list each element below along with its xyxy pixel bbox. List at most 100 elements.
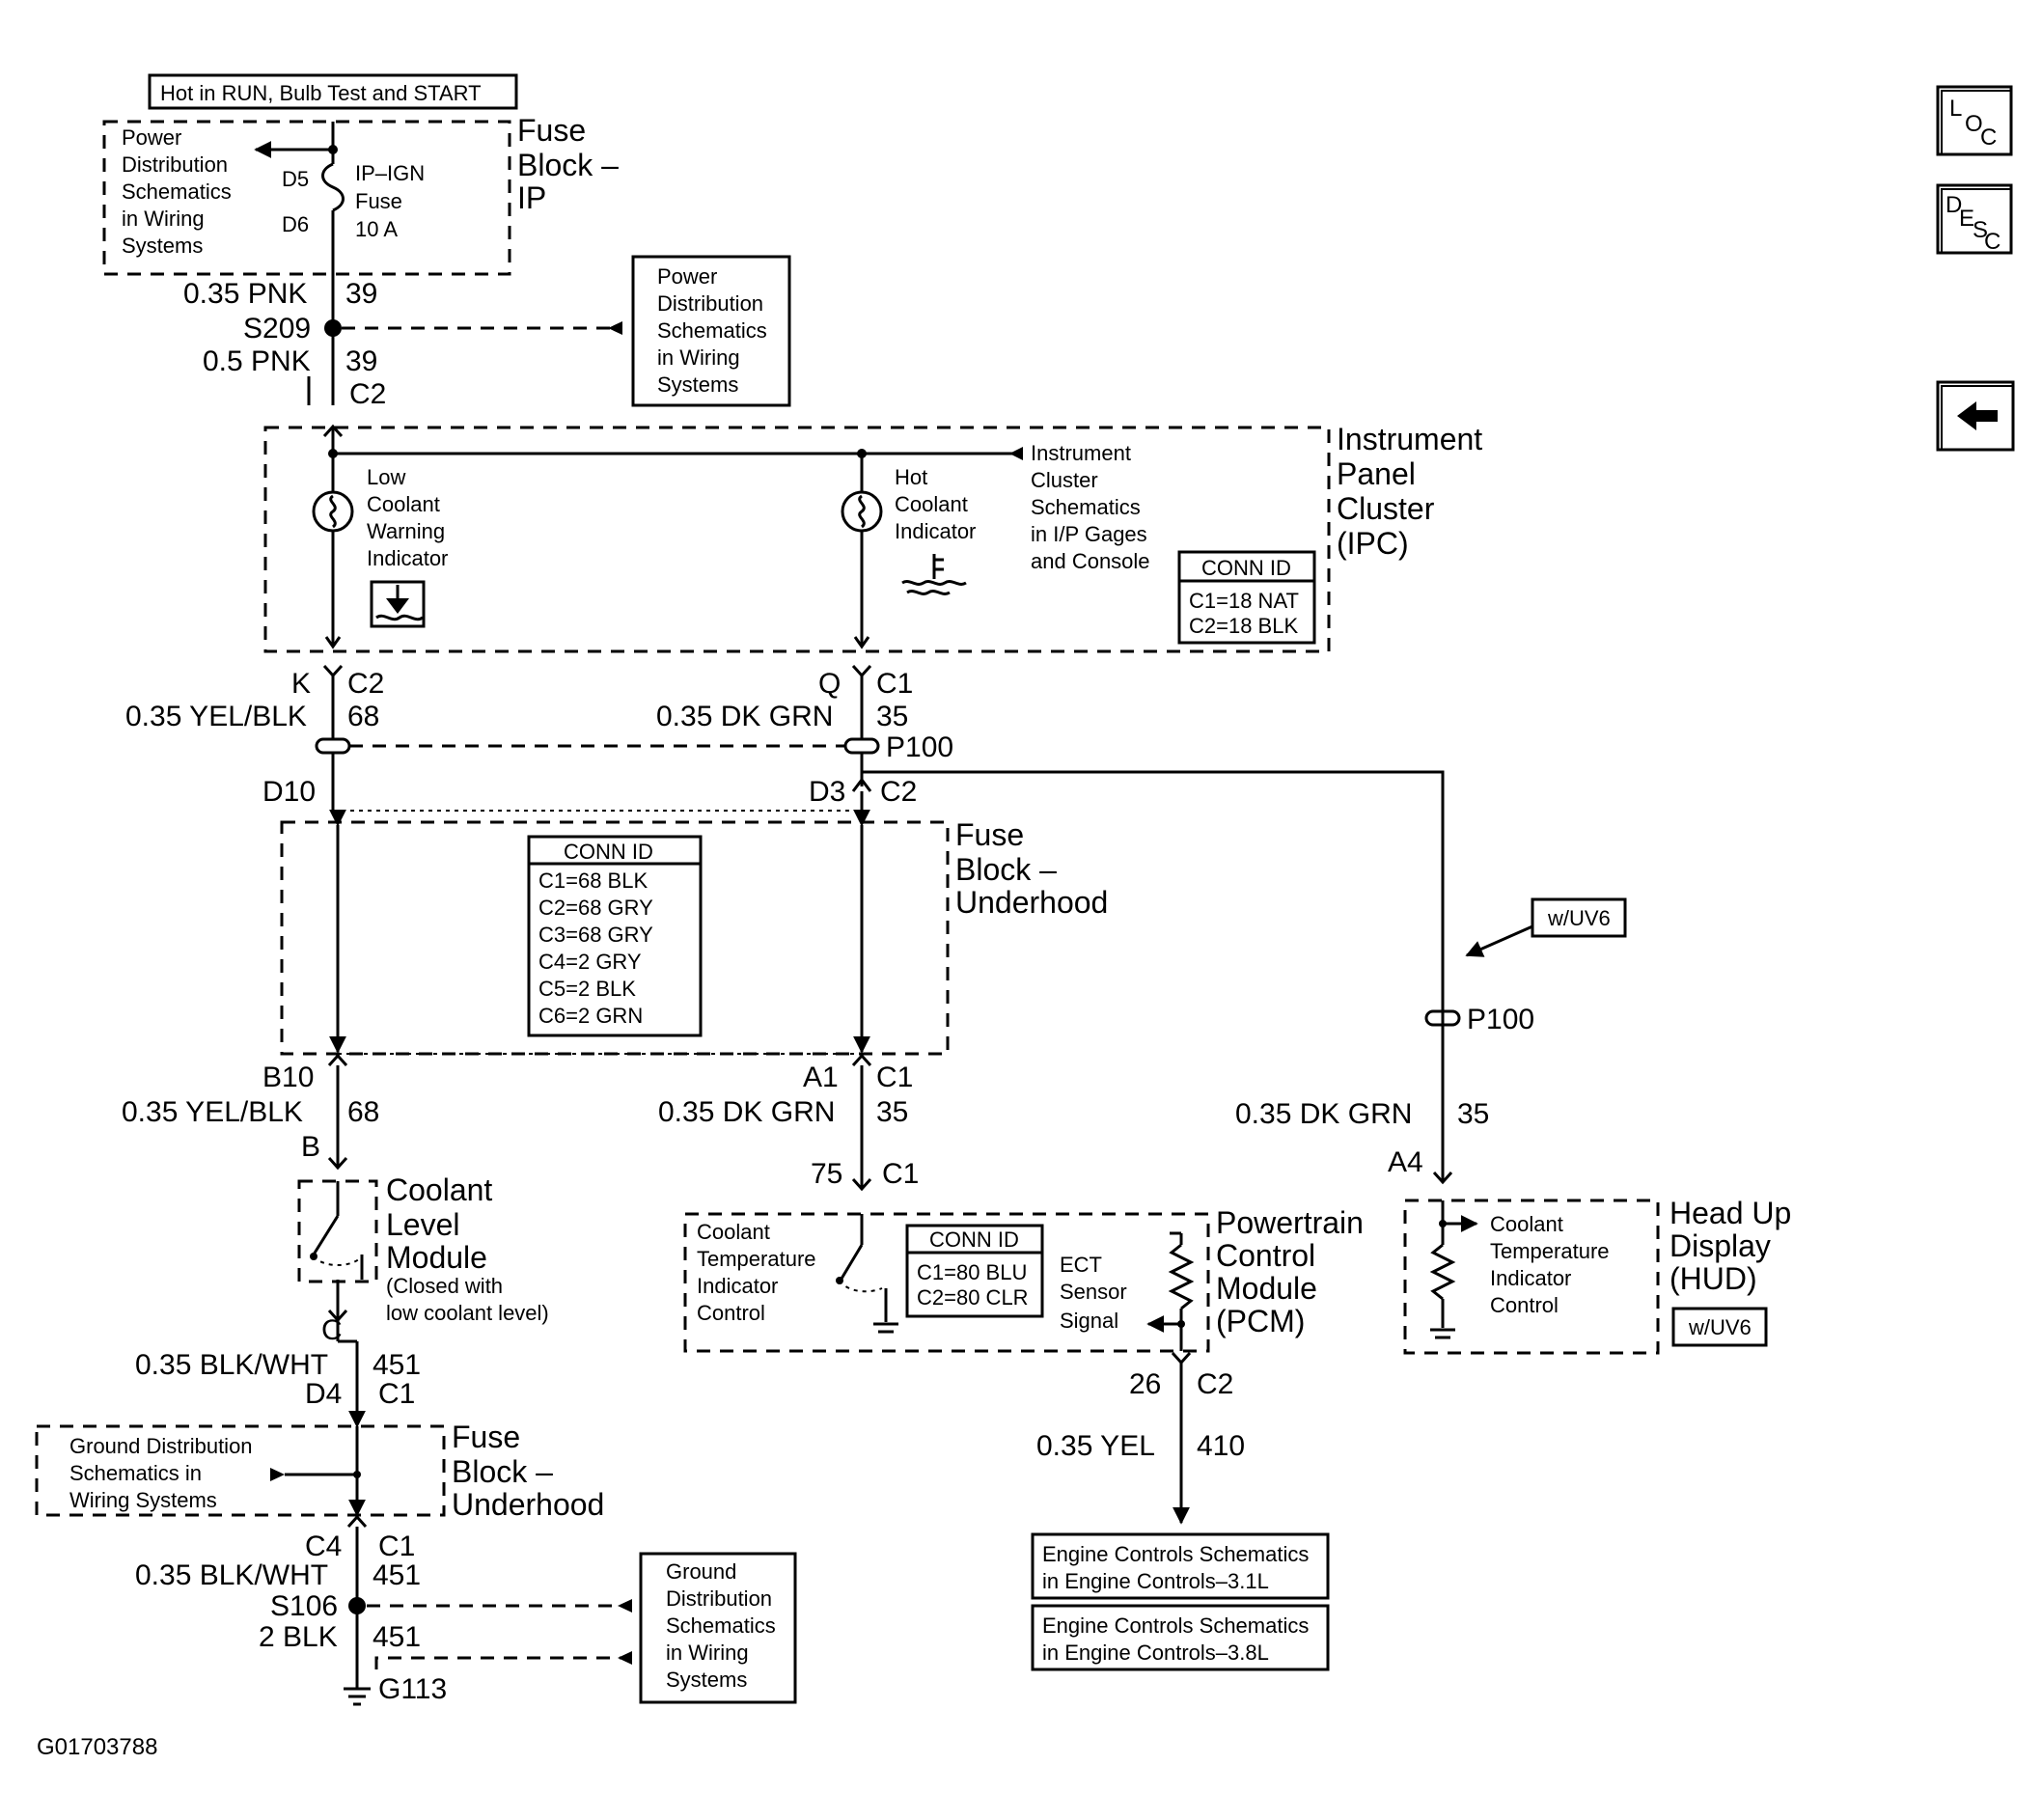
svg-text:Power: Power: [122, 125, 181, 150]
svg-text:C1=80 BLU: C1=80 BLU: [917, 1260, 1027, 1284]
svg-text:IP–IGN: IP–IGN: [355, 161, 425, 185]
svg-text:Instrument: Instrument: [1337, 422, 1482, 456]
pin-75-label: 75: [811, 1158, 842, 1190]
svg-text:Wiring Systems: Wiring Systems: [69, 1488, 217, 1512]
svg-text:CONN ID: CONN ID: [929, 1227, 1019, 1252]
figure-id: G01703788: [37, 1734, 157, 1760]
svg-text:Systems: Systems: [666, 1668, 747, 1692]
svg-text:Indicator: Indicator: [697, 1274, 778, 1298]
ground-distribution-ref-left[interactable]: Ground Distribution Schematics in Wiring…: [69, 1434, 253, 1512]
svg-text:Schematics: Schematics: [122, 179, 232, 204]
svg-text:in I/P Gages: in I/P Gages: [1031, 522, 1147, 546]
svg-text:Power: Power: [657, 264, 717, 289]
d4-label: D4: [305, 1378, 342, 1410]
circuit-68-b: 68: [347, 1096, 379, 1128]
w-uv6-label-b: w/UV6: [1688, 1315, 1752, 1339]
svg-text:Temperature: Temperature: [1490, 1239, 1610, 1263]
engine-controls-31l-ref[interactable]: Engine Controls Schematics in Engine Con…: [1031, 1532, 1330, 1600]
c1-q-label: C1: [876, 668, 913, 700]
g113-label: G113: [378, 1673, 447, 1705]
svg-text:Underhood: Underhood: [452, 1487, 604, 1522]
svg-text:Block –: Block –: [955, 852, 1057, 887]
svg-text:Engine Controls Schematics: Engine Controls Schematics: [1042, 1542, 1309, 1566]
svg-text:Distribution: Distribution: [666, 1586, 772, 1611]
back-arrow-icon: [1957, 401, 1998, 430]
p100-label-a: P100: [886, 731, 953, 763]
desc-button[interactable]: D E S C: [1936, 183, 2013, 255]
wire-035-blk-wht-a: 0.35 BLK/WHT: [135, 1349, 328, 1381]
svg-text:in Engine Controls–3.8L: in Engine Controls–3.8L: [1042, 1641, 1269, 1665]
w-uv6-label-a: w/UV6: [1547, 906, 1611, 930]
svg-text:(PCM): (PCM): [1216, 1304, 1305, 1338]
svg-text:Systems: Systems: [657, 372, 738, 397]
d5-label: D5: [282, 167, 309, 191]
fuse-block-underhood-title-b: Fuse Block – Underhood: [452, 1420, 604, 1522]
pin-c-label: C: [321, 1314, 343, 1346]
circuit-410: 410: [1197, 1430, 1245, 1462]
c2-k-label: C2: [347, 668, 384, 700]
svg-text:C3=68 GRY: C3=68 GRY: [538, 923, 653, 947]
c2-26-label: C2: [1197, 1368, 1233, 1400]
circuit-451-b: 451: [373, 1559, 421, 1591]
d10-label: D10: [262, 776, 316, 808]
s209-label: S209: [243, 313, 311, 345]
svg-text:Coolant: Coolant: [367, 492, 440, 516]
c1-c4-label: C1: [378, 1530, 415, 1562]
pcm-conn-id-table: CONN ID C1=80 BLU C2=80 CLR: [905, 1224, 1044, 1318]
svg-text:Module: Module: [386, 1240, 487, 1275]
svg-text:Schematics: Schematics: [1031, 495, 1141, 519]
p100-connector-a: [315, 737, 880, 755]
svg-text:Block –: Block –: [517, 148, 619, 182]
wire-2-blk: 2 BLK: [259, 1621, 338, 1653]
svg-text:Fuse: Fuse: [355, 189, 402, 213]
svg-text:Schematics: Schematics: [657, 318, 767, 343]
svg-text:C2=68 GRY: C2=68 GRY: [538, 896, 653, 920]
ground-distribution-ref-right[interactable]: Ground Distribution Schematics in Wiring…: [639, 1552, 797, 1704]
circuit-35-b: 35: [876, 1096, 908, 1128]
svg-text:(HUD): (HUD): [1669, 1261, 1757, 1296]
svg-text:Warning: Warning: [367, 519, 445, 543]
svg-text:in Wiring: in Wiring: [666, 1641, 749, 1665]
svg-text:CONN ID: CONN ID: [1201, 556, 1291, 580]
svg-text:Distribution: Distribution: [122, 152, 228, 177]
svg-text:Fuse: Fuse: [955, 817, 1024, 852]
svg-text:Schematics: Schematics: [666, 1613, 776, 1638]
fuse-block-ip-title: Fuse Block – IP: [517, 113, 619, 215]
engine-controls-38l-ref[interactable]: Engine Controls Schematics in Engine Con…: [1031, 1604, 1330, 1671]
svg-text:Panel: Panel: [1337, 456, 1416, 491]
circuit-39-a: 39: [345, 278, 377, 310]
svg-text:Control: Control: [1490, 1293, 1559, 1317]
circuit-35-a: 35: [876, 701, 908, 732]
low-coolant-symbol-icon: [370, 580, 426, 628]
svg-text:CONN ID: CONN ID: [564, 840, 653, 864]
pin-b-label: B: [301, 1131, 320, 1163]
c4-label: C4: [305, 1530, 342, 1562]
svg-text:in Wiring: in Wiring: [122, 207, 205, 231]
svg-text:low coolant level): low coolant level): [386, 1301, 549, 1325]
svg-text:Control: Control: [697, 1301, 765, 1325]
instrument-cluster-ref[interactable]: Instrument Cluster Schematics in I/P Gag…: [1031, 441, 1150, 573]
pin-26-label: 26: [1129, 1368, 1161, 1400]
circuit-451-c: 451: [373, 1621, 421, 1653]
pin-k-label: K: [291, 668, 311, 700]
pin-q-label: Q: [818, 668, 841, 700]
splice-s106: [348, 1597, 366, 1614]
svg-text:Hot: Hot: [895, 465, 927, 489]
c1-75-label: C1: [882, 1158, 919, 1190]
loc-button[interactable]: L O C: [1936, 85, 2013, 156]
svg-text:(Closed with: (Closed with: [386, 1274, 503, 1298]
svg-text:C: C: [1984, 229, 2001, 255]
b10-label: B10: [262, 1062, 314, 1093]
power-distribution-ref-right[interactable]: Power Distribution Schematics in Wiring …: [657, 264, 767, 397]
back-button[interactable]: [1936, 380, 2015, 452]
svg-text:Block –: Block –: [452, 1454, 553, 1489]
power-distribution-ref-top[interactable]: Power Distribution Schematics in Wiring …: [122, 125, 232, 258]
svg-text:Temperature: Temperature: [697, 1247, 816, 1271]
ip-ign-fuse-label: IP–IGN Fuse 10 A: [355, 161, 425, 241]
wire-035-pnk: 0.35 PNK: [183, 278, 307, 310]
wire-035-yel: 0.35 YEL: [1036, 1430, 1155, 1462]
wire-035-yel-blk-b: 0.35 YEL/BLK: [122, 1096, 303, 1128]
svg-text:Indicator: Indicator: [367, 546, 448, 570]
wire-035-yel-blk-a: 0.35 YEL/BLK: [125, 701, 307, 732]
